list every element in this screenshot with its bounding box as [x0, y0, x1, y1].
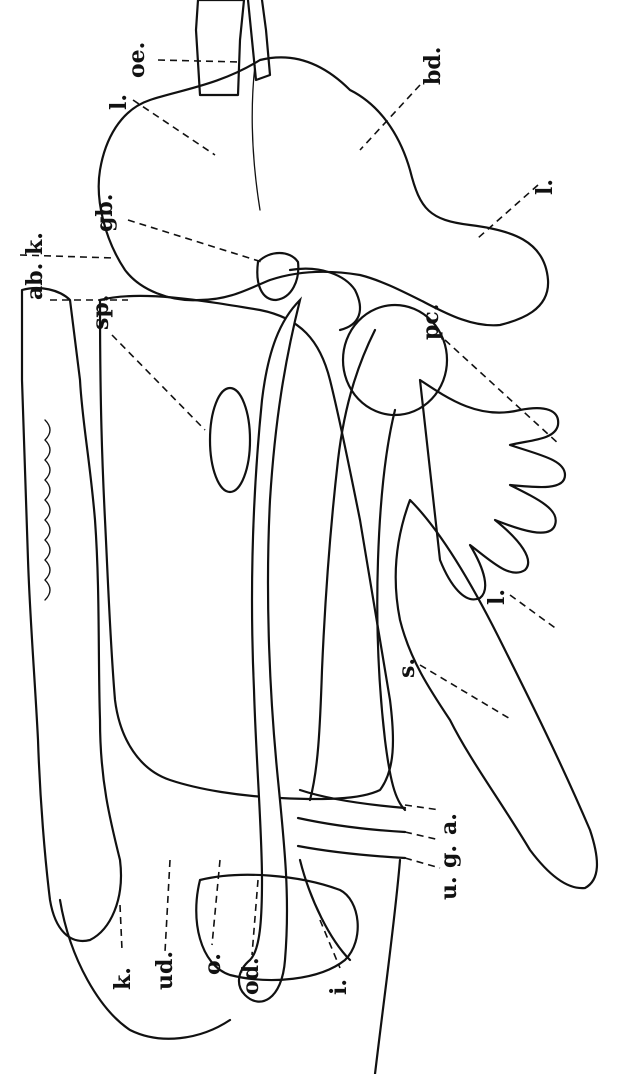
label-a: a. — [436, 813, 462, 835]
label-gb: gb. — [92, 194, 118, 232]
label-o: o. — [200, 953, 226, 975]
label-l-top: l. — [106, 94, 132, 110]
label-g: g. — [436, 845, 462, 868]
spleen — [210, 388, 250, 492]
label-l-right: l. — [532, 179, 558, 195]
label-sp: sp. — [88, 295, 114, 330]
label-oe: oe. — [124, 42, 150, 78]
oesophagus — [196, 0, 270, 95]
label-bd: bd. — [420, 47, 446, 85]
label-pc: pc. — [418, 304, 444, 340]
body-wall-left — [22, 288, 121, 941]
label-od: od. — [238, 957, 264, 995]
constriction-bands — [298, 790, 405, 960]
label-s: s. — [394, 658, 420, 678]
label-k-bottom: k. — [110, 967, 136, 990]
label-i: i. — [326, 979, 352, 995]
label-ab: ab. — [22, 263, 48, 300]
label-k-top: k. — [22, 232, 48, 255]
body-outline-right — [375, 860, 400, 1074]
label-u: u. — [436, 876, 462, 900]
liver-upper-mass — [99, 57, 548, 325]
pancreas-fan — [420, 380, 565, 599]
label-l-bottom: l. — [484, 589, 510, 605]
stomach-body — [100, 296, 393, 799]
teeth-row — [45, 420, 50, 600]
labels: oe. bd. l. l. gb. k. ab. sp. pc. l. s. a… — [22, 42, 558, 995]
label-ud: ud. — [152, 951, 178, 990]
liver-lower-lobe — [396, 500, 597, 888]
